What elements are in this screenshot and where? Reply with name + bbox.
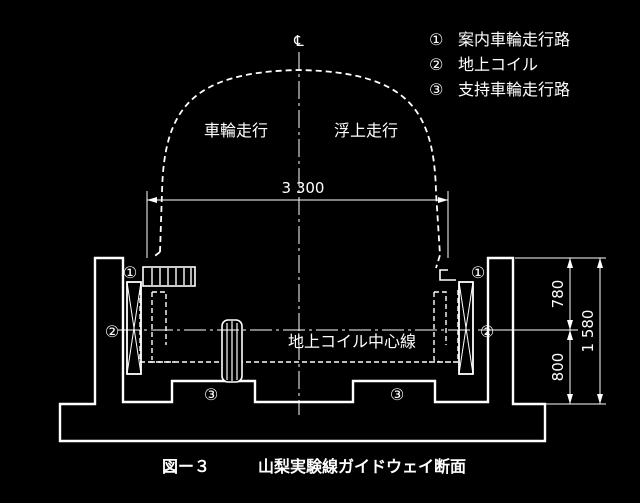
dimension-lower-value: 800 — [549, 353, 567, 382]
legend-marker-2: ② — [429, 55, 443, 74]
marker-right-support-track: ③ — [390, 385, 404, 404]
figure-title: 山梨実験線ガイドウェイ断面 — [258, 457, 466, 476]
left-bogie-dashed — [139, 290, 175, 363]
right-guide-wheel-bracket — [439, 269, 456, 281]
marker-left-guide-track: ① — [123, 263, 137, 282]
legend: ① 案内車輪走行路 ② 地上コイル ③ 支持車輪走行路 — [429, 30, 570, 99]
figure-number: 図ー３ — [162, 457, 210, 476]
legend-text-1: 案内車輪走行路 — [458, 30, 570, 49]
guideway-concrete-outline — [58, 256, 547, 443]
vehicle-label-levitation-running: 浮上走行 — [334, 121, 398, 140]
vehicle-body-outline — [151, 69, 441, 269]
marker-right-ground-coil: ② — [480, 322, 494, 341]
right-bogie-dashed — [150, 290, 459, 363]
legend-text-2: 地上コイル — [458, 55, 538, 74]
ground-coil-center-line-label: 地上コイル中心線 — [288, 332, 416, 351]
left-guide-wheel — [142, 266, 196, 287]
support-wheel — [221, 319, 243, 383]
width-dimension — [146, 191, 449, 258]
legend-text-3: 支持車輪走行路 — [458, 80, 570, 99]
left-ground-coil — [126, 281, 142, 375]
dimension-total-value: 1 580 — [579, 310, 597, 353]
marker-left-support-track: ③ — [204, 385, 218, 404]
centerline-mark: ℄ — [293, 32, 304, 50]
legend-marker-3: ③ — [429, 80, 443, 99]
marker-left-ground-coil: ② — [105, 322, 119, 341]
vehicle-label-wheel-running: 車輪走行 — [204, 121, 268, 140]
width-dimension-value: 3 300 — [282, 179, 325, 197]
vertical-dimension-lines — [478, 257, 606, 405]
marker-right-guide-track: ① — [471, 263, 485, 282]
legend-marker-1: ① — [429, 30, 443, 49]
right-ground-coil — [458, 281, 474, 375]
dimension-upper-value: 780 — [549, 280, 567, 309]
